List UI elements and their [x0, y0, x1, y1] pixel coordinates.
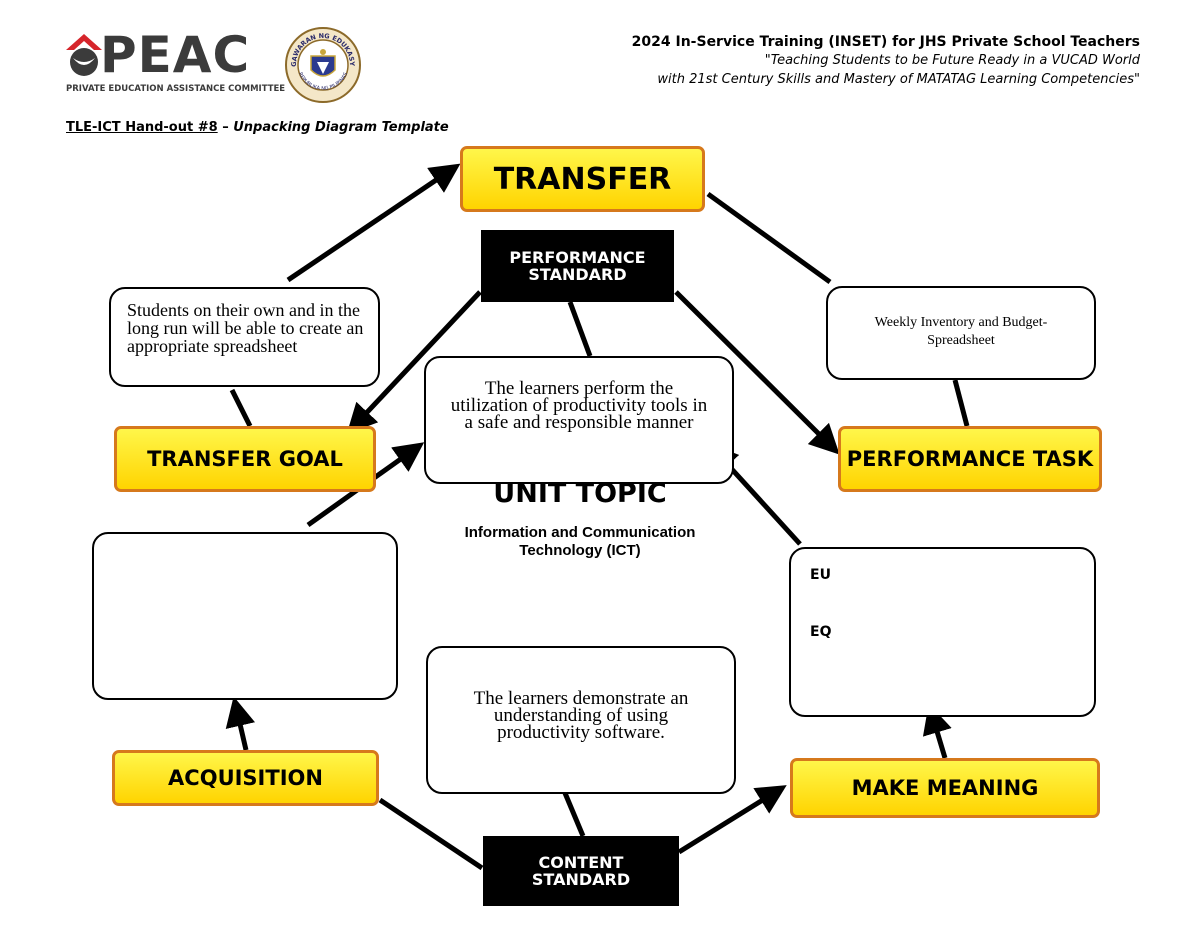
handout-code: TLE-ICT Hand-out #8 [66, 120, 218, 135]
line-goal-box-to-goal [229, 388, 253, 428]
header-quote-line1: "Teaching Students to be Future Ready in… [764, 53, 1140, 68]
line-task-box-to-task [952, 379, 970, 427]
arrow-ps-to-task [674, 290, 840, 455]
line-ps-to-center [567, 301, 593, 357]
arrow-ps-to-goal [346, 290, 482, 434]
arrow-cs-to-mm [677, 785, 787, 855]
content-standard-text-box: The learners demonstrate an understandin… [426, 646, 736, 794]
peac-logo [64, 30, 264, 94]
header-title: 2024 In-Service Training (INSET) for JHS… [631, 34, 1140, 50]
acquisition-box: ACQUISITION [112, 750, 379, 806]
performance-task-text-box: Weekly Inventory and Budget-Spreadsheet [826, 286, 1096, 380]
performance-standard-text-box: The learners perform the utilization of … [424, 356, 734, 484]
line-acq-to-cs [378, 797, 484, 871]
handout-dash: – [217, 120, 234, 135]
peac-wordmark: PEAC [100, 26, 251, 84]
peac-full-name: PRIVATE EDUCATION ASSISTANCE COMMITTEE [66, 84, 286, 94]
transfer-goal-label: TRANSFER GOAL [147, 447, 343, 471]
deped-seal-icon: KAGAWARAN NG EDUKASYON REPUBLIKA NG PILI… [281, 20, 361, 103]
eu-label: EU [810, 567, 831, 583]
transfer-label: TRANSFER [493, 161, 672, 197]
header-quote-line2: with 21st Century Skills and Mastery of … [657, 72, 1140, 87]
arrow-mm-to-eu [922, 703, 952, 759]
unit-topic-title: UNIT TOPIC [493, 478, 667, 509]
performance-task-text: Weekly Inventory and Budget-Spreadsheet [874, 315, 1048, 348]
performance-standard-label-2: STANDARD [528, 265, 627, 284]
performance-standard-text: The learners perform the utilization of … [450, 378, 708, 433]
deped-seal: KAGAWARAN NG EDUKASYON REPUBLIKA NG PILI… [281, 20, 362, 104]
performance-task-box: PERFORMANCE TASK [838, 426, 1102, 492]
eu-eq-box: EU EQ [789, 547, 1096, 717]
make-meaning-label: MAKE MEANING [851, 776, 1039, 800]
performance-standard-box: PERFORMANCE STANDARD [481, 230, 674, 302]
line-transfer-to-task-box [706, 191, 832, 285]
transfer-box: TRANSFER [460, 146, 705, 212]
acquisition-text-box [92, 532, 398, 700]
content-standard-label-1: CONTENT [538, 853, 624, 872]
arrow-acq-to-box [225, 696, 255, 751]
line-cs-to-cs-box [562, 792, 586, 837]
acquisition-label: ACQUISITION [168, 766, 323, 790]
transfer-goal-text: Students on their own and in the long ru… [127, 300, 364, 356]
make-meaning-box: MAKE MEANING [790, 758, 1100, 818]
handout-title: TLE-ICT Hand-out #8 – Unpacking Diagram … [66, 120, 449, 135]
content-standard-label-2: STANDARD [531, 870, 631, 889]
peac-logo-icon [66, 34, 102, 76]
arrow-to-transfer [286, 163, 461, 283]
unit-topic-text: Information and Communication Technology… [464, 524, 696, 559]
performance-standard-label-1: PERFORMANCE [509, 248, 646, 267]
performance-task-label: PERFORMANCE TASK [846, 447, 1094, 471]
transfer-goal-text-box: Students on their own and in the long ru… [109, 287, 380, 387]
content-standard-box: CONTENT STANDARD [483, 836, 679, 906]
handout-subtitle: Unpacking Diagram Template [233, 120, 449, 135]
content-standard-text: The learners demonstrate an understandin… [473, 688, 689, 743]
transfer-goal-box: TRANSFER GOAL [114, 426, 376, 492]
eq-label: EQ [810, 624, 832, 640]
